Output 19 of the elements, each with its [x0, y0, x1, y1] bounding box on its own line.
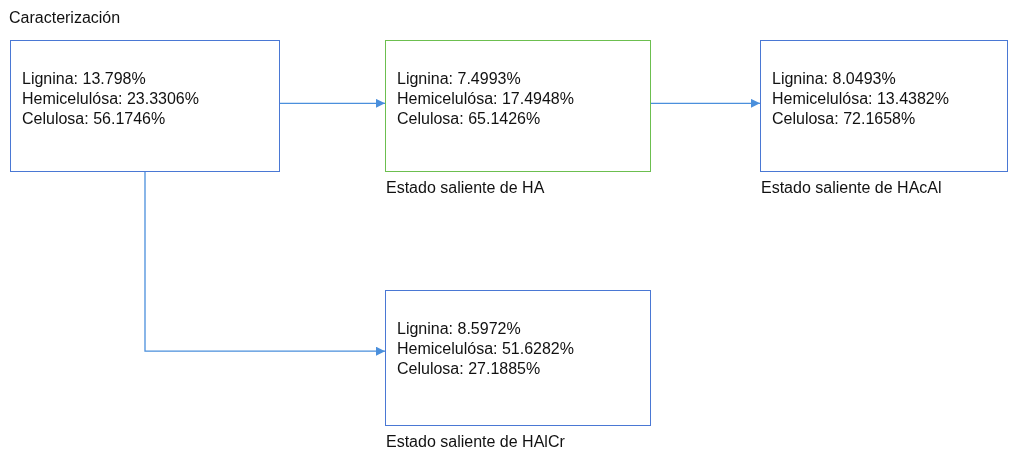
arrow — [279, 98, 386, 108]
text-line: Lignina: 8.0493% — [772, 69, 897, 89]
text-line: Hemicelulósa: 13.4382% — [772, 89, 949, 109]
arrow — [650, 98, 761, 108]
box-caption: Estado saliente de HAcAl — [761, 179, 942, 197]
text-line: Hemicelulósa: 51.6282% — [397, 339, 574, 359]
text-line: Lignina: 13.798% — [22, 69, 147, 89]
text-line: Lignina: 8.5972% — [397, 319, 522, 339]
box-caption: Estado saliente de HA — [386, 179, 545, 197]
text-line: Hemicelulósa: 17.4948% — [397, 89, 574, 109]
text-line: Celulosa: 65.1426% — [397, 109, 542, 129]
box-heading: Caracterización — [9, 9, 121, 27]
text-line: Celulosa: 72.1658% — [772, 109, 917, 129]
text-line: Celulosa: 56.1746% — [22, 109, 167, 129]
text-line: Celulosa: 27.1885% — [397, 359, 542, 379]
text-line: Hemicelulósa: 23.3306% — [22, 89, 199, 109]
box-caption: Estado saliente de HAlCr — [386, 433, 565, 451]
arrow — [144, 171, 386, 356]
text-line: Lignina: 7.4993% — [397, 69, 522, 89]
